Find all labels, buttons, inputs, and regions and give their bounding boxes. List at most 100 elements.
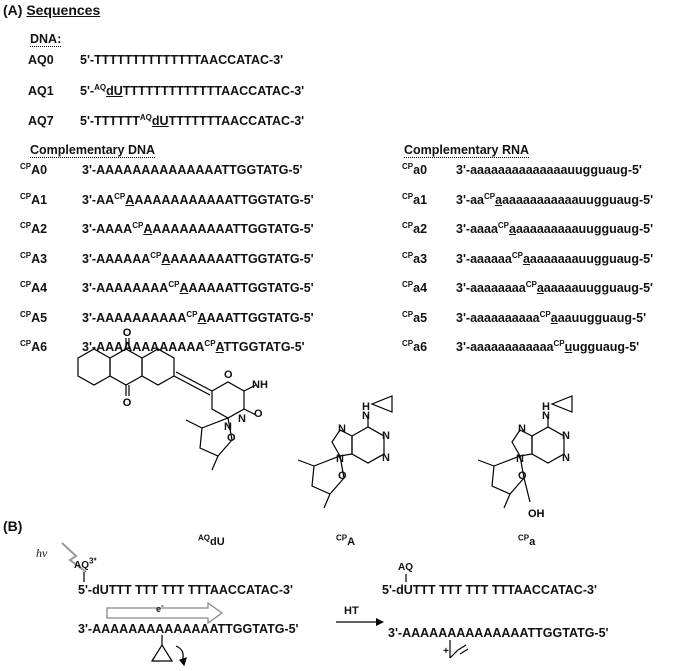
dna-row-sequence: 5'-AQdUTTTTTTTTTTTTTAACCATAC-3' <box>80 83 304 98</box>
strand-top-left: 5'-dUTTT TTT TTT TTTAACCATAC-3' <box>78 583 293 597</box>
sequence-id: CPa3 <box>402 250 428 266</box>
modified-base: a <box>495 192 503 207</box>
light-bolt-icon <box>61 542 87 573</box>
cpa-rna-label: CPa <box>518 534 536 548</box>
atom-label: H <box>362 401 370 413</box>
sequence-id-superscript: CP <box>20 191 32 201</box>
atom-label: O <box>338 470 347 482</box>
sequence-id: AQ7 <box>28 114 54 128</box>
sequence-id-text: a4 <box>413 281 428 295</box>
excited-state-superscript: 3* <box>89 556 97 566</box>
sequence-id-superscript: CP <box>402 161 414 171</box>
sequence-id-superscript: CP <box>20 220 32 230</box>
sequence-id-superscript: CP <box>402 250 414 260</box>
modified-base: A <box>161 251 171 266</box>
purine-6-ring <box>531 426 565 464</box>
sequence-prefix: 3'-aaaa <box>456 222 498 236</box>
comp-rna-header-text: Complementary RNA <box>404 143 530 158</box>
modified-base: a <box>536 281 544 295</box>
modified-base: a <box>509 222 516 236</box>
cpa-dna-label: CPA <box>336 534 355 548</box>
ribose-ring <box>491 455 525 495</box>
ring-opened-product-icon <box>449 640 469 659</box>
atom-label: H <box>542 401 550 413</box>
sequence-id: CPA5 <box>20 310 47 325</box>
cyclopropyl-ring <box>550 395 573 413</box>
sequence-prefix: 3'-AAAA <box>82 222 133 236</box>
deoxyribose-ring <box>311 455 345 495</box>
modification-superscript: CP <box>114 191 126 201</box>
structure-label-name: dU <box>210 536 225 548</box>
section-b-marker: (B) <box>3 518 23 534</box>
atom-label: O <box>227 432 236 444</box>
aq-excited-label: AQ3* <box>74 556 97 571</box>
sequence-text: 3'-aaaaaaaaaaaaCPuugguaug-5' <box>456 338 639 354</box>
sequence-suffix: aaaaauugguaug-5' <box>543 281 654 295</box>
atom-label: O <box>123 327 132 339</box>
sequence-text: 3'-AAAACPAAAAAAAAAATTGGTATG-5' <box>82 221 314 236</box>
atom-label: N <box>382 430 390 442</box>
sequence-suffix: TTTTTTTAACCATAC-3' <box>168 114 305 128</box>
sequence-suffix: TTGGTATG-5' <box>223 340 305 354</box>
structure-label-name: a <box>529 536 536 548</box>
modification-superscript: CP <box>497 220 510 230</box>
modification-superscript: CP <box>553 338 565 348</box>
sequence-id-superscript: CP <box>402 220 414 230</box>
modification-superscript: CP <box>204 338 216 348</box>
sequence-id: AQ0 <box>28 53 54 67</box>
modified-base: dU <box>106 84 123 98</box>
aq-text: AQ <box>74 560 89 571</box>
sequence-suffix: aauugguaug-5' <box>557 310 647 325</box>
atom-label: N <box>362 410 370 422</box>
sequence-prefix: 3'-aaaaaa <box>456 251 512 266</box>
sequence-text: 3'-aaaaaaaaaaaaaauugguaug-5' <box>456 163 642 177</box>
cyclopropane-icon <box>150 635 187 667</box>
sequence-prefix: 5'-TTTTTT <box>80 114 140 128</box>
sequence-suffix: aaaaaaaaaaauugguaug-5' <box>502 192 654 207</box>
sequence-id-text: a0 <box>413 163 428 177</box>
modified-base: a <box>522 251 530 266</box>
sequence-id: CPA2 <box>20 220 47 236</box>
sequence-suffix: AAAAAAAAATTGGTATG-5' <box>152 222 314 236</box>
cyclopropyl-ring <box>370 395 393 413</box>
modified-base: u <box>564 340 573 354</box>
sequence-suffix: AAAAATTGGTATG-5' <box>188 281 314 295</box>
atom-label: N <box>516 453 524 465</box>
aqdu-structure <box>77 338 257 471</box>
plus-sign: + <box>443 646 449 657</box>
sequence-suffix: aaaaaaaaauugguaug-5' <box>515 222 654 236</box>
sequence-prefix: 3'-AAAAAA <box>82 251 151 266</box>
sequence-id-text: a3 <box>413 251 428 266</box>
comp-dna-header: Complementary DNA <box>30 143 156 158</box>
sequence-id: CPA4 <box>20 280 48 295</box>
aqdu-label: AQdU <box>198 534 225 548</box>
sequence-text: 3'-aaCPaaaaaaaaaaaauugguaug-5' <box>456 192 654 207</box>
sequence-text: 5'-TTTTTTTTTTTTTTAACCATAC-3' <box>80 53 284 67</box>
dna-row-sequence: 5'-TTTTTTTTTTTTTTAACCATAC-3' <box>80 53 283 67</box>
sequence-id-superscript: CP <box>402 279 414 289</box>
atom-label: N <box>518 423 526 435</box>
atom-label: N <box>562 430 570 442</box>
sequence-suffix: AAAAAAAAAAATTGGTATG-5' <box>134 192 314 207</box>
sequence-text: 3'-aaaaaaCPaaaaaaaauugguaug-5' <box>456 251 653 266</box>
modified-base: A <box>197 310 207 325</box>
sequence-id-text: A3 <box>31 251 48 266</box>
purine-6-ring <box>351 426 385 464</box>
sequence-id-text: a2 <box>413 222 428 236</box>
sequence-text: 3'-AAAAAAAAAAAAAATTGGTATG-5' <box>82 163 303 177</box>
sequence-id-text: A1 <box>31 192 48 207</box>
sequence-id-superscript: CP <box>402 309 414 319</box>
sequence-prefix: 3'-aaaaaaaaaaaa <box>456 340 554 354</box>
section-a-marker: (A) <box>3 2 23 18</box>
sequence-id-text: a6 <box>413 340 428 354</box>
section-a-title: Sequences <box>26 2 101 18</box>
sequence-suffix: AAATTGGTATG-5' <box>206 310 314 325</box>
sequence-id-text: A4 <box>31 281 48 295</box>
modified-base: dU <box>151 114 169 128</box>
atom-label: N <box>224 421 232 433</box>
atom-label: N <box>542 410 550 422</box>
dna-row: AQ0 <box>28 53 54 67</box>
sequence-id: CPa0 <box>402 161 428 177</box>
sequence-id-superscript: CP <box>402 338 414 348</box>
